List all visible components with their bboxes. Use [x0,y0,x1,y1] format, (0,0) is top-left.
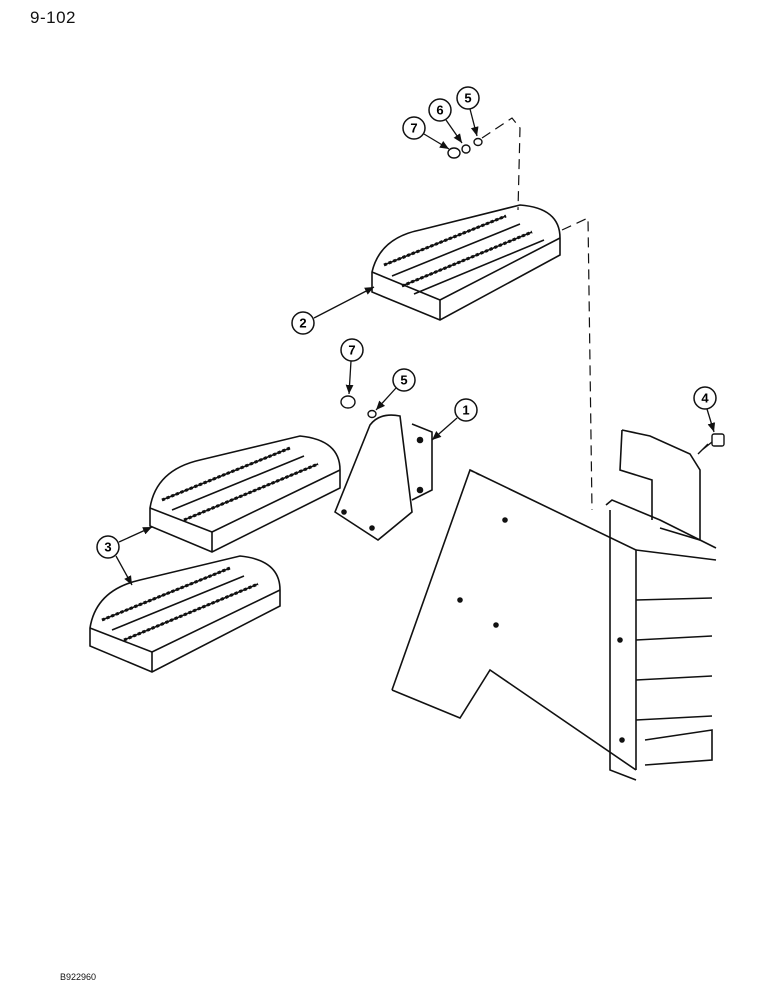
upper-nut [447,137,483,159]
callout-5-upper: 5 [456,86,480,137]
callout-6: 6 [428,98,463,144]
svg-text:6: 6 [436,103,443,118]
bolt [697,433,725,455]
callout-3: 3 [96,526,153,586]
page-number: 9-102 [30,8,76,27]
svg-text:2: 2 [299,316,306,331]
callout-7-lower: 7 [340,338,364,395]
svg-text:5: 5 [464,91,471,106]
callout-5-lower: 5 [375,368,416,411]
svg-text:7: 7 [410,121,417,136]
middle-step-tread [149,435,341,553]
svg-text:3: 3 [104,540,111,555]
lower-nut [340,395,377,419]
svg-text:1: 1 [462,403,469,418]
fender-panel [391,429,717,781]
mounting-bracket [334,414,433,541]
svg-text:5: 5 [400,373,407,388]
callout-7-upper: 7 [402,116,450,150]
callout-1: 1 [431,398,478,441]
figure-code: B922960 [60,972,97,982]
upper-step-tread [371,204,561,321]
svg-text:4: 4 [701,391,709,406]
callout-2: 2 [291,286,375,335]
alignment-lines [481,117,593,511]
lower-step-tread [89,555,281,673]
svg-text:7: 7 [348,343,355,358]
callout-4: 4 [693,386,717,433]
